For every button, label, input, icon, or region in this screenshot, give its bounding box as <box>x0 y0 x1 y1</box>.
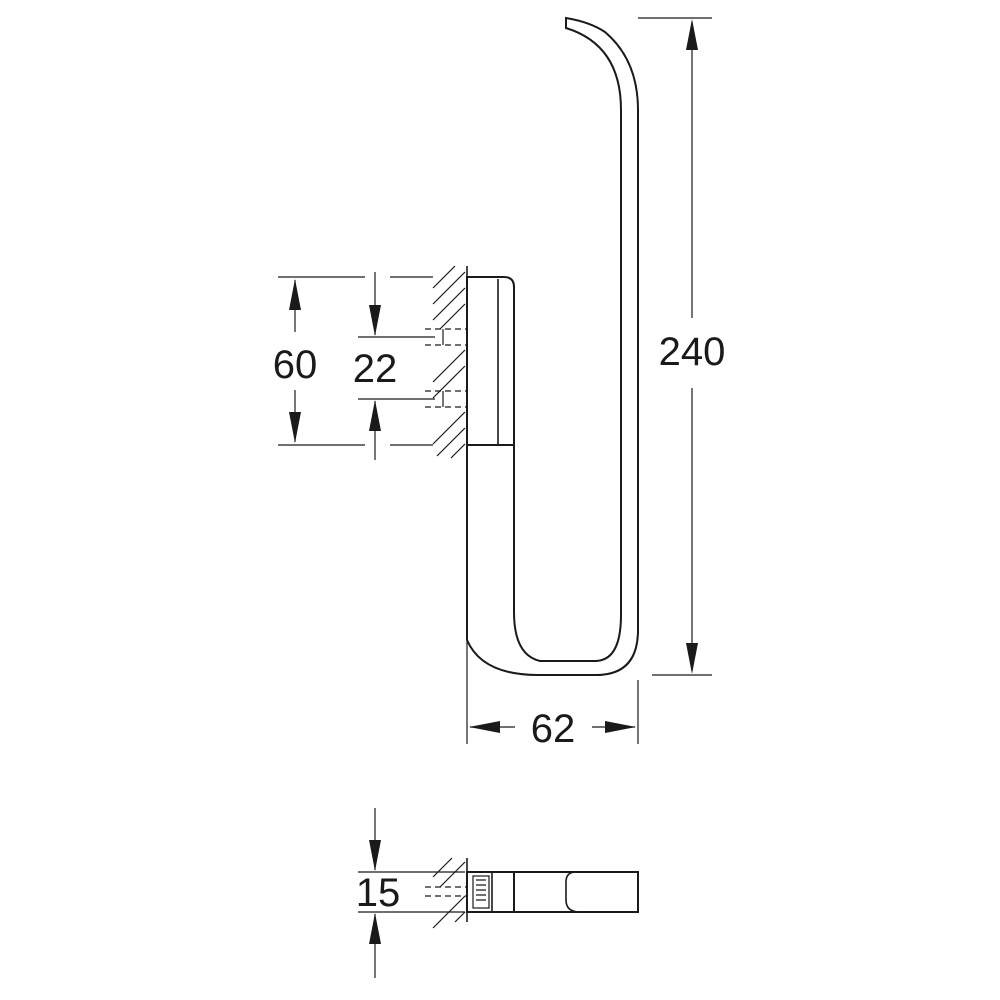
label-height-total: 240 <box>659 330 726 374</box>
side-hook-arm <box>513 871 639 913</box>
wall-hatching-front <box>425 265 470 459</box>
label-width-total: 62 <box>531 707 576 751</box>
front-view: 240 62 60 <box>273 16 726 751</box>
dimension-depth: 15 <box>356 808 465 978</box>
dimension-width-total: 62 <box>466 460 639 751</box>
wall-bracket <box>466 276 515 446</box>
label-hole-spacing: 22 <box>353 347 398 391</box>
side-view: 15 <box>356 808 639 978</box>
dimension-hole-spacing: 22 <box>353 272 435 460</box>
label-bracket-height: 60 <box>273 343 318 387</box>
label-depth: 15 <box>356 871 401 915</box>
dimension-height-total: 240 <box>638 17 726 676</box>
dimension-bracket-height: 60 <box>273 276 365 446</box>
hook-body <box>466 16 639 676</box>
wall-hatching-side <box>425 857 470 929</box>
side-logo-plate <box>472 875 490 909</box>
